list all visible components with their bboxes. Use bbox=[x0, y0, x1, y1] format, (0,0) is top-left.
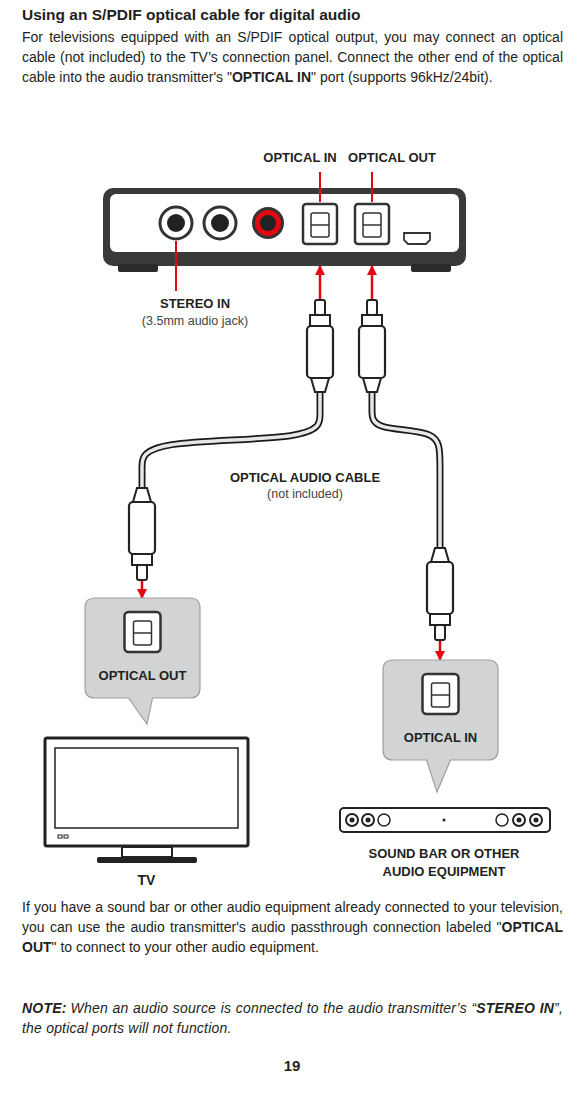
note-paragraph-text: When an audio source is connected to the… bbox=[71, 1000, 477, 1016]
optical-port bbox=[363, 213, 381, 237]
port-callout: OPTICAL OUT bbox=[85, 598, 200, 698]
cable-label-text: (not included) bbox=[230, 486, 380, 503]
optical-port bbox=[125, 612, 161, 652]
optical-plug bbox=[307, 300, 333, 392]
optical-port bbox=[134, 621, 152, 645]
audio-jack bbox=[252, 207, 284, 239]
body-paragraph: For televisions equipped with an S/PDIF … bbox=[22, 27, 563, 87]
hdmi-port bbox=[404, 233, 430, 244]
audio-jack bbox=[211, 214, 229, 232]
sound-bar bbox=[346, 814, 358, 826]
television bbox=[58, 835, 62, 838]
body-paragraph-text: " port (supports 96kHz/24bit). bbox=[311, 69, 493, 85]
audio-jack bbox=[160, 207, 284, 239]
television bbox=[55, 748, 238, 828]
sound-bar bbox=[366, 818, 371, 823]
audio-transmitter: OPTICAL INOPTICAL OUTSTEREO IN(3.5mm aud… bbox=[103, 188, 466, 266]
audio-jack bbox=[255, 210, 281, 236]
optical-port bbox=[423, 674, 459, 714]
optical-port bbox=[423, 674, 459, 714]
sound-bar bbox=[513, 814, 525, 826]
emphasis-text: STEREO IN bbox=[476, 1000, 554, 1016]
transmitter-body bbox=[103, 188, 466, 272]
plug-arrow bbox=[439, 640, 442, 660]
television bbox=[97, 857, 197, 863]
optical-port bbox=[363, 224, 381, 226]
cable-outline bbox=[372, 392, 440, 548]
note-paragraph: NOTE:When an audio source is connected t… bbox=[22, 998, 563, 1038]
optical-plug bbox=[359, 300, 385, 392]
emphasis-text: OPTICAL AUDIO CABLE bbox=[230, 469, 380, 486]
emphasis-text: NOTE: bbox=[22, 1000, 67, 1016]
port-callout: OPTICAL IN bbox=[383, 660, 498, 760]
optical-plug bbox=[427, 548, 453, 640]
sound-bar bbox=[350, 818, 355, 823]
plug-arrow bbox=[141, 580, 144, 598]
optical-port bbox=[303, 204, 389, 244]
leader-line bbox=[371, 172, 373, 202]
optical-port bbox=[125, 612, 161, 652]
device-label: TV bbox=[138, 872, 156, 888]
transmitter-body bbox=[411, 264, 451, 272]
device-label: SOUND BAR OR OTHER AUDIO EQUIPMENT bbox=[357, 845, 532, 881]
port-label: OPTICAL OUT bbox=[99, 668, 187, 684]
plug-arrow bbox=[319, 266, 322, 300]
sound-bar bbox=[340, 808, 550, 832]
sound-bar bbox=[530, 814, 542, 826]
optical-port bbox=[311, 224, 329, 226]
sound-bar: SOUND BAR OR OTHER AUDIO EQUIPMENT bbox=[340, 808, 550, 832]
cable-label: OPTICAL AUDIO CABLE(not included) bbox=[230, 469, 380, 503]
optical-port bbox=[432, 694, 450, 696]
television bbox=[64, 835, 68, 838]
page-heading: Using an S/PDIF optical cable for digita… bbox=[22, 5, 360, 25]
transmitter-body bbox=[103, 188, 466, 266]
callout-outline bbox=[85, 598, 200, 724]
callout-outline bbox=[383, 660, 498, 792]
audio-jack bbox=[260, 215, 276, 231]
audio-jack bbox=[160, 207, 192, 239]
emphasis-text: 19 bbox=[284, 1057, 301, 1074]
optical-plug bbox=[129, 300, 453, 640]
optical-cable bbox=[142, 266, 320, 598]
port-label: OPTICAL IN bbox=[263, 150, 336, 166]
optical-port bbox=[311, 213, 329, 237]
transmitter-body bbox=[110, 194, 459, 252]
optical-port bbox=[134, 632, 152, 634]
optical-port bbox=[303, 204, 337, 244]
leader-line bbox=[175, 241, 177, 291]
body-paragraph-text: If you have a sound bar or other audio e… bbox=[22, 899, 563, 935]
body-paragraph-text: " to connect to your other audio equipme… bbox=[52, 939, 319, 955]
audio-jack bbox=[204, 207, 236, 239]
television bbox=[45, 738, 248, 846]
emphasis-text: OPTICAL IN bbox=[232, 69, 311, 85]
sound-bar bbox=[534, 818, 539, 823]
leader-line bbox=[319, 172, 321, 202]
television bbox=[122, 847, 172, 857]
plug-arrow bbox=[371, 266, 374, 300]
sound-bar bbox=[378, 814, 390, 826]
port-note: (3.5mm audio jack) bbox=[142, 313, 248, 329]
optical-port bbox=[355, 204, 389, 244]
sound-bar bbox=[362, 814, 374, 826]
port-label: OPTICAL OUT bbox=[348, 150, 436, 166]
port-label: OPTICAL IN bbox=[404, 730, 477, 746]
cable-core bbox=[372, 392, 440, 548]
page-number: 19 bbox=[284, 1057, 301, 1075]
sound-bar bbox=[496, 814, 508, 826]
television bbox=[45, 738, 248, 863]
sound-bar bbox=[443, 819, 446, 822]
port-label: STEREO IN bbox=[160, 296, 230, 312]
optical-port bbox=[432, 683, 450, 707]
sound-bar bbox=[517, 818, 522, 823]
leader-line bbox=[176, 172, 372, 291]
audio-jack bbox=[167, 214, 185, 232]
transmitter-body bbox=[118, 264, 158, 272]
body-paragraph: If you have a sound bar or other audio e… bbox=[22, 897, 563, 957]
optical-plug bbox=[129, 488, 155, 580]
sound-bar bbox=[340, 808, 550, 832]
television: TV bbox=[45, 738, 248, 846]
